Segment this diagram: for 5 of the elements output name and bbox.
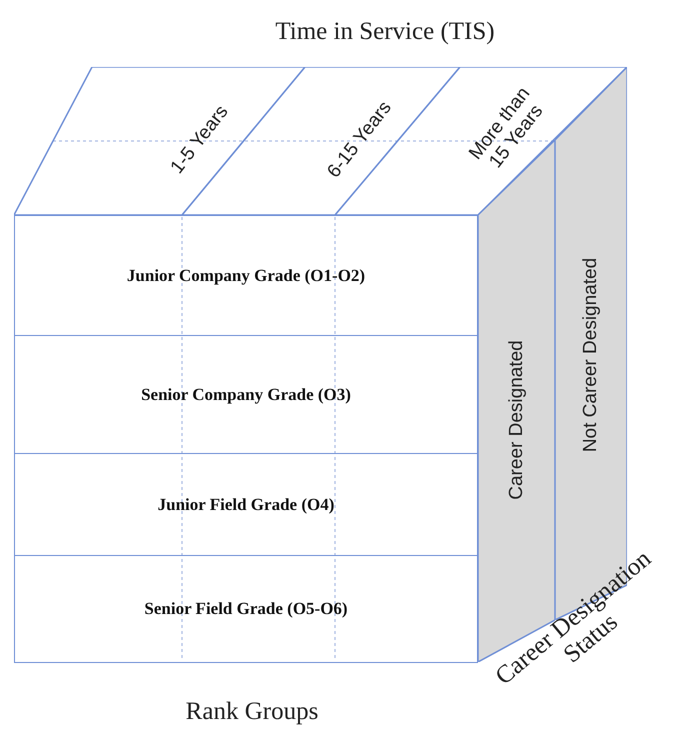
designation-label: Career Designated (506, 340, 528, 500)
rank-group-row: Senior Field Grade (O5-O6) (14, 555, 478, 663)
axis-label: Rank Groups (186, 698, 318, 726)
designation-label: Not Career Designated (580, 258, 602, 452)
axis-label: Time in Service (TIS) (275, 18, 495, 46)
